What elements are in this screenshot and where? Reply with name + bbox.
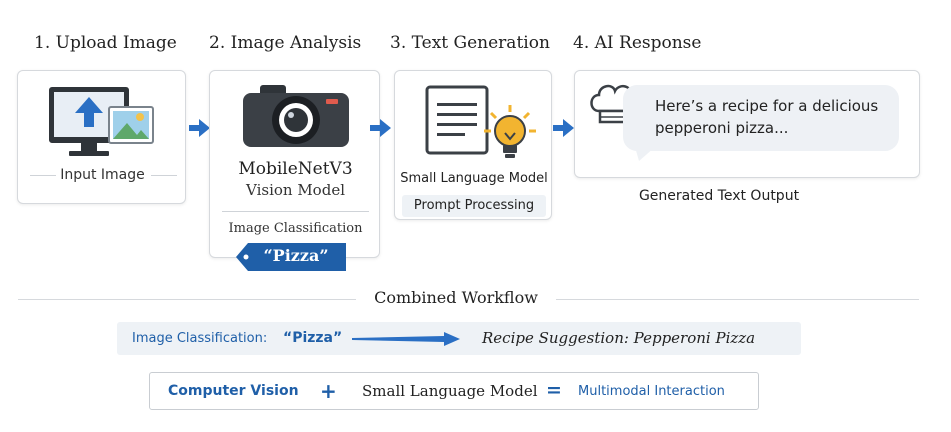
equation-multimodal-result: Multimodal Interaction <box>578 384 725 399</box>
analysis-card: MobileNetV3 Vision Model Image Classific… <box>209 70 380 258</box>
equation-computer-vision: Computer Vision <box>168 383 299 399</box>
language-model-name: Small Language Model <box>400 171 548 186</box>
flow-arrow-3 <box>553 119 574 137</box>
flow-arrow-2 <box>370 119 391 137</box>
step1-title: 1. Upload Image <box>34 33 177 53</box>
monitor-upload-icon <box>49 87 154 156</box>
equation-language-model: Small Language Model <box>362 382 538 400</box>
workflow-classification-label: Image Classification: <box>132 331 268 346</box>
workflow-classification-value: “Pizza” <box>283 330 343 346</box>
generation-card: Small Language Model Prompt Processing <box>394 70 552 220</box>
vision-model-name: MobileNetV3 <box>238 159 353 179</box>
equation-plus-sign: + <box>320 379 337 403</box>
workflow-divider-right <box>556 299 919 300</box>
workflow-arrow <box>352 332 460 346</box>
step2-title: 2. Image Analysis <box>209 33 362 53</box>
analysis-divider <box>222 211 369 212</box>
workflow-recipe-suggestion: Recipe Suggestion: Pepperoni Pizza <box>482 329 756 347</box>
workflow-heading: Combined Workflow <box>374 288 538 307</box>
response-text-line1: Here’s a recipe for a delicious <box>655 97 879 115</box>
camera-icon <box>243 85 349 147</box>
prompt-processing-panel <box>402 195 546 217</box>
document-icon <box>425 85 489 155</box>
equation-bar <box>149 372 759 410</box>
upload-divider-right <box>151 175 177 176</box>
classification-result-tag <box>236 243 346 271</box>
step3-title: 3. Text Generation <box>390 33 550 53</box>
workflow-bar <box>117 322 801 355</box>
workflow-divider-left <box>18 299 356 300</box>
vision-model-subtitle: Vision Model <box>246 181 345 199</box>
flow-arrow-1 <box>189 119 210 137</box>
response-bubble <box>623 85 899 151</box>
response-text-line2: pepperoni pizza... <box>655 119 789 137</box>
classification-result-text: “Pizza” <box>263 246 329 265</box>
step4-title: 4. AI Response <box>573 33 702 53</box>
upload-divider-left <box>30 175 56 176</box>
classification-task-label: Image Classification <box>228 221 363 236</box>
lightbulb-icon <box>484 105 536 158</box>
response-caption: Generated Text Output <box>638 188 800 204</box>
prompt-processing-label: Prompt Processing <box>413 198 535 213</box>
equation-equals-sign: = <box>546 379 562 401</box>
bubble-tail <box>635 147 655 161</box>
upload-card: Input Image <box>17 70 186 204</box>
upload-caption: Input Image <box>60 167 145 183</box>
response-card: Here’s a recipe for a delicious pepperon… <box>574 70 920 178</box>
